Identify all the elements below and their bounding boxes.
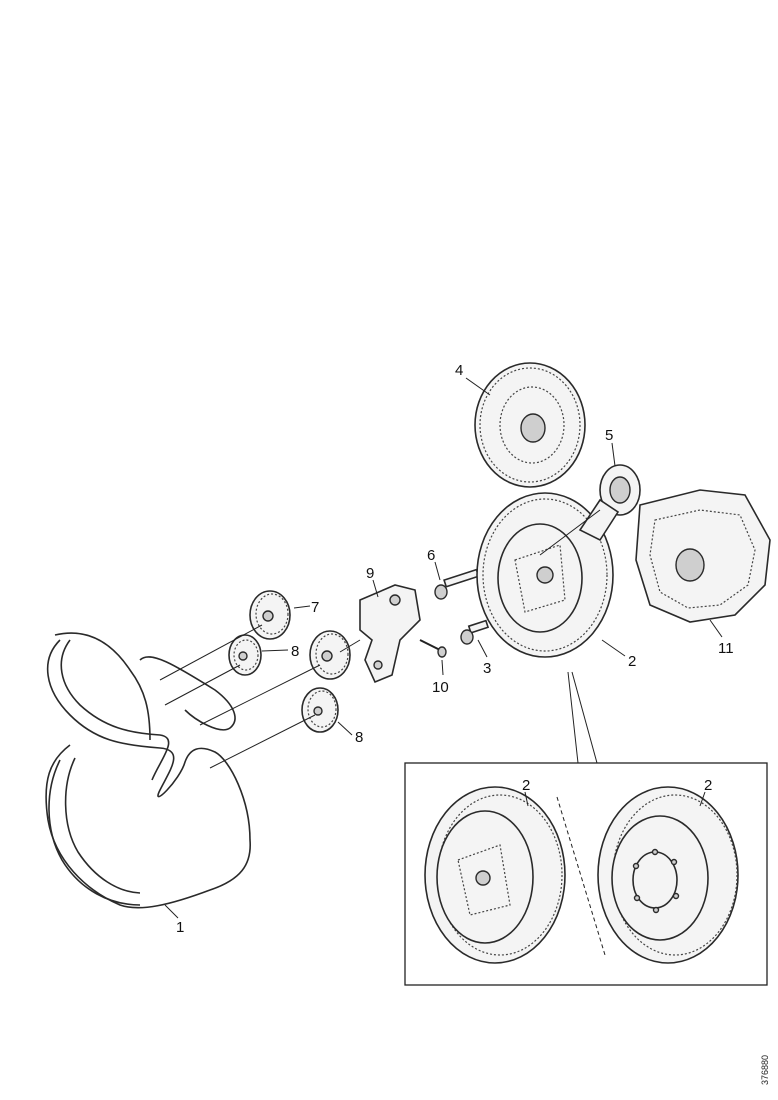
callout-9: 9 — [366, 565, 374, 582]
callout-11: 11 — [718, 640, 734, 657]
idler-pulley-middle — [228, 634, 262, 676]
tensioner-pulley — [309, 630, 351, 680]
pin-stud — [419, 639, 447, 658]
inset-pulley-variant-a — [424, 786, 566, 964]
callout-1: 1 — [176, 919, 184, 936]
drawing-reference-code: 376880 — [760, 1054, 770, 1085]
callout-10: 10 — [432, 679, 449, 696]
callout-6: 6 — [427, 547, 435, 564]
inset-callout-2b: 2 — [704, 777, 712, 794]
bolt-long — [434, 568, 480, 600]
crankshaft-pulley — [476, 492, 614, 658]
toothed-gear — [474, 362, 586, 488]
timing-housing — [635, 489, 771, 623]
tensioner-bracket — [339, 584, 421, 684]
callout-8-upper: 8 — [291, 643, 299, 660]
callout-4: 4 — [455, 362, 463, 379]
coupling-bushing — [539, 464, 641, 556]
inset-detail-frame: 2 2 — [404, 762, 768, 986]
drive-belt — [45, 632, 251, 909]
callout-7: 7 — [311, 599, 319, 616]
bolt-short — [460, 619, 490, 645]
callout-8-lower: 8 — [355, 729, 363, 746]
inset-callout-2a: 2 — [522, 777, 530, 794]
callout-3: 3 — [483, 660, 491, 677]
inset-pulley-variant-b — [597, 786, 739, 964]
callout-labels: 1 2 3 4 5 6 7 8 8 9 10 11 — [164, 362, 734, 936]
inset-pointer-lines — [567, 671, 598, 764]
callout-5: 5 — [605, 427, 613, 444]
pulley-axis-lines — [159, 624, 321, 769]
idler-pulley-lower — [301, 687, 339, 733]
idler-pulley-upper — [249, 590, 291, 640]
callout-2: 2 — [628, 653, 636, 670]
